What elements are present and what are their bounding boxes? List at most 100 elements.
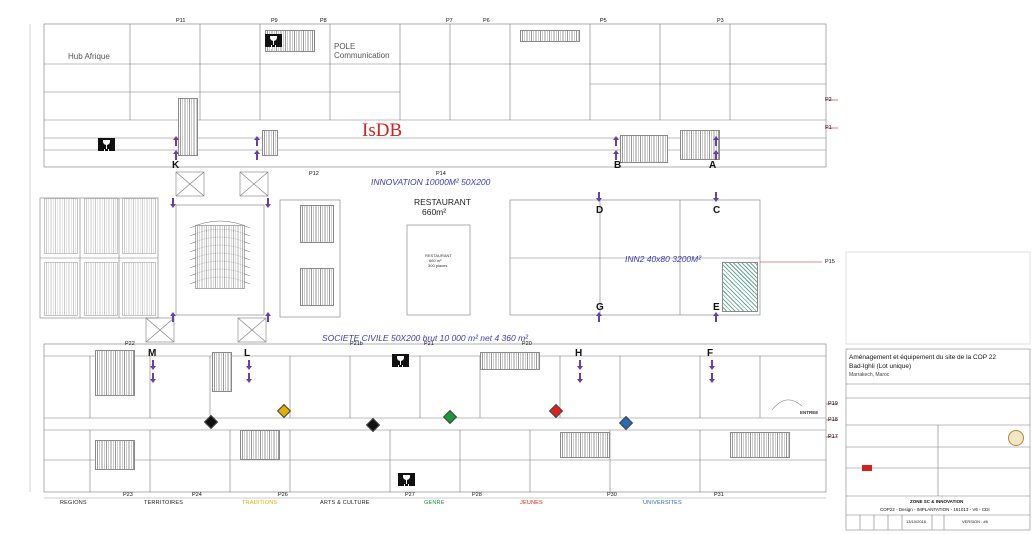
entry-arrow-icon — [709, 373, 715, 383]
room-block — [122, 262, 156, 316]
bar-wine-glass-icon — [392, 354, 409, 367]
port-p8: P8 — [320, 18, 327, 24]
seal-icon — [1008, 430, 1024, 446]
entry-arrow-icon — [265, 198, 271, 208]
title-drawing: COP22 - Design - IMPLANTATION - 161013 -… — [880, 507, 990, 512]
entry-arrow-icon — [150, 360, 156, 370]
entry-arrow-icon — [713, 136, 719, 146]
restaurant-title: RESTAURANT — [414, 197, 471, 207]
entry-arrow-icon — [713, 312, 719, 322]
port-p11: P11 — [176, 18, 186, 24]
zone-letter-f: F — [707, 348, 714, 359]
room-block — [240, 430, 280, 460]
room-block — [44, 198, 78, 254]
room-block — [95, 440, 135, 470]
port-p24: P24 — [192, 492, 202, 498]
restaurant-inner-area: 660 m² — [429, 258, 442, 263]
entry-arrow-icon — [596, 312, 602, 322]
port-p17: P17 — [828, 434, 838, 440]
entry-arrow-icon — [173, 136, 179, 146]
entry-arrow-icon — [254, 150, 260, 160]
room-block — [95, 350, 135, 396]
room-block — [178, 98, 198, 156]
port-p9: P9 — [271, 18, 278, 24]
bar-wine-glass-icon — [265, 34, 282, 47]
entree-label: ENTREE — [800, 410, 819, 415]
zone-arts-culture-label: ARTS & CULTURE — [320, 500, 370, 506]
port-p6: P6 — [483, 18, 490, 24]
room-block — [560, 432, 610, 458]
room-block — [84, 262, 118, 316]
restaurant-inner-title: RESTAURANT — [425, 253, 452, 258]
port-p12: P12 — [309, 171, 319, 177]
room-block — [212, 352, 232, 392]
port-p7: P7 — [446, 18, 453, 24]
zone-letter-a: A — [709, 160, 717, 171]
room-block — [730, 432, 790, 458]
entry-arrow-icon — [709, 360, 715, 370]
room-block — [300, 205, 334, 243]
port-p5: P5 — [600, 18, 607, 24]
port-p22: P22 — [125, 341, 135, 347]
port-p20: P20 — [522, 341, 532, 347]
entry-arrow-icon — [170, 312, 176, 322]
port-p21: P21 — [424, 341, 434, 347]
entry-arrow-icon — [170, 198, 176, 208]
port-p3: P3 — [717, 18, 724, 24]
title-version: VERSION : #6 — [962, 519, 988, 524]
isdb-logo: IsDB — [362, 120, 403, 141]
port-p15: P15 — [825, 259, 835, 265]
zone-letter-b: B — [614, 160, 622, 171]
port-p18: P18 — [828, 417, 838, 423]
zone-traditions-label: TRADITIONS — [242, 500, 278, 506]
entry-arrow-icon — [254, 136, 260, 146]
inn2-label: INN2 40x80 3200M² — [625, 254, 702, 264]
bar-wine-glass-icon — [98, 138, 115, 151]
room-block — [262, 130, 278, 156]
restaurant-inner-places: 300 places — [428, 263, 448, 268]
port-p2: P2 — [825, 97, 832, 103]
entry-arrow-icon — [596, 192, 602, 202]
zone-jeunes-label: JEUNES — [520, 500, 543, 506]
entry-arrow-icon — [173, 150, 179, 160]
zone-letter-g: G — [596, 302, 604, 313]
port-p19: P19 — [828, 401, 838, 407]
room-block — [122, 198, 156, 254]
port-p30: P30 — [607, 492, 617, 498]
port-p28: P28 — [472, 492, 482, 498]
hatched-zone — [722, 262, 758, 312]
entry-arrow-icon — [246, 373, 252, 383]
port-p23: P23 — [123, 492, 133, 498]
title-line2: Bad-Ighli (Lot unique) — [849, 363, 912, 370]
title-line1: Aménagement et équipement du site de la … — [849, 354, 996, 361]
restaurant-area: 660m² — [422, 207, 447, 217]
entry-arrow-icon — [265, 312, 271, 322]
hub-afrique-label: Hub Afrique — [68, 52, 110, 61]
zone-territoires-label: TERRITOIRES — [144, 500, 184, 506]
entry-arrow-icon — [577, 360, 583, 370]
port-p14: P14 — [436, 171, 446, 177]
zone-letter-h: H — [575, 348, 583, 359]
zone-letter-l: L — [244, 348, 251, 359]
societe-civile-label: SOCIETE CIVILE 50X200 brut 10 000 m² net… — [322, 333, 528, 343]
entry-arrow-icon — [577, 373, 583, 383]
port-p26: P26 — [278, 492, 288, 498]
port-p21b: P21b — [350, 341, 363, 347]
zone-letter-d: D — [596, 205, 604, 216]
room-block — [195, 225, 245, 289]
entry-arrow-icon — [246, 360, 252, 370]
room-block — [680, 130, 720, 160]
zone-letter-c: C — [713, 205, 721, 216]
title-zone: ZONE SC & INNOVATION — [910, 499, 964, 504]
port-p31: P31 — [714, 492, 724, 498]
title-date: 13/10/2016 — [906, 519, 927, 524]
entry-arrow-icon — [150, 373, 156, 383]
entry-arrow-icon — [613, 136, 619, 146]
entry-arrow-icon — [613, 150, 619, 160]
port-p1: P1 — [825, 125, 832, 131]
room-block — [620, 135, 668, 163]
pole-communication-label: POLE Communication — [334, 42, 390, 60]
company-logo-red — [862, 465, 872, 471]
room-block — [480, 352, 540, 370]
